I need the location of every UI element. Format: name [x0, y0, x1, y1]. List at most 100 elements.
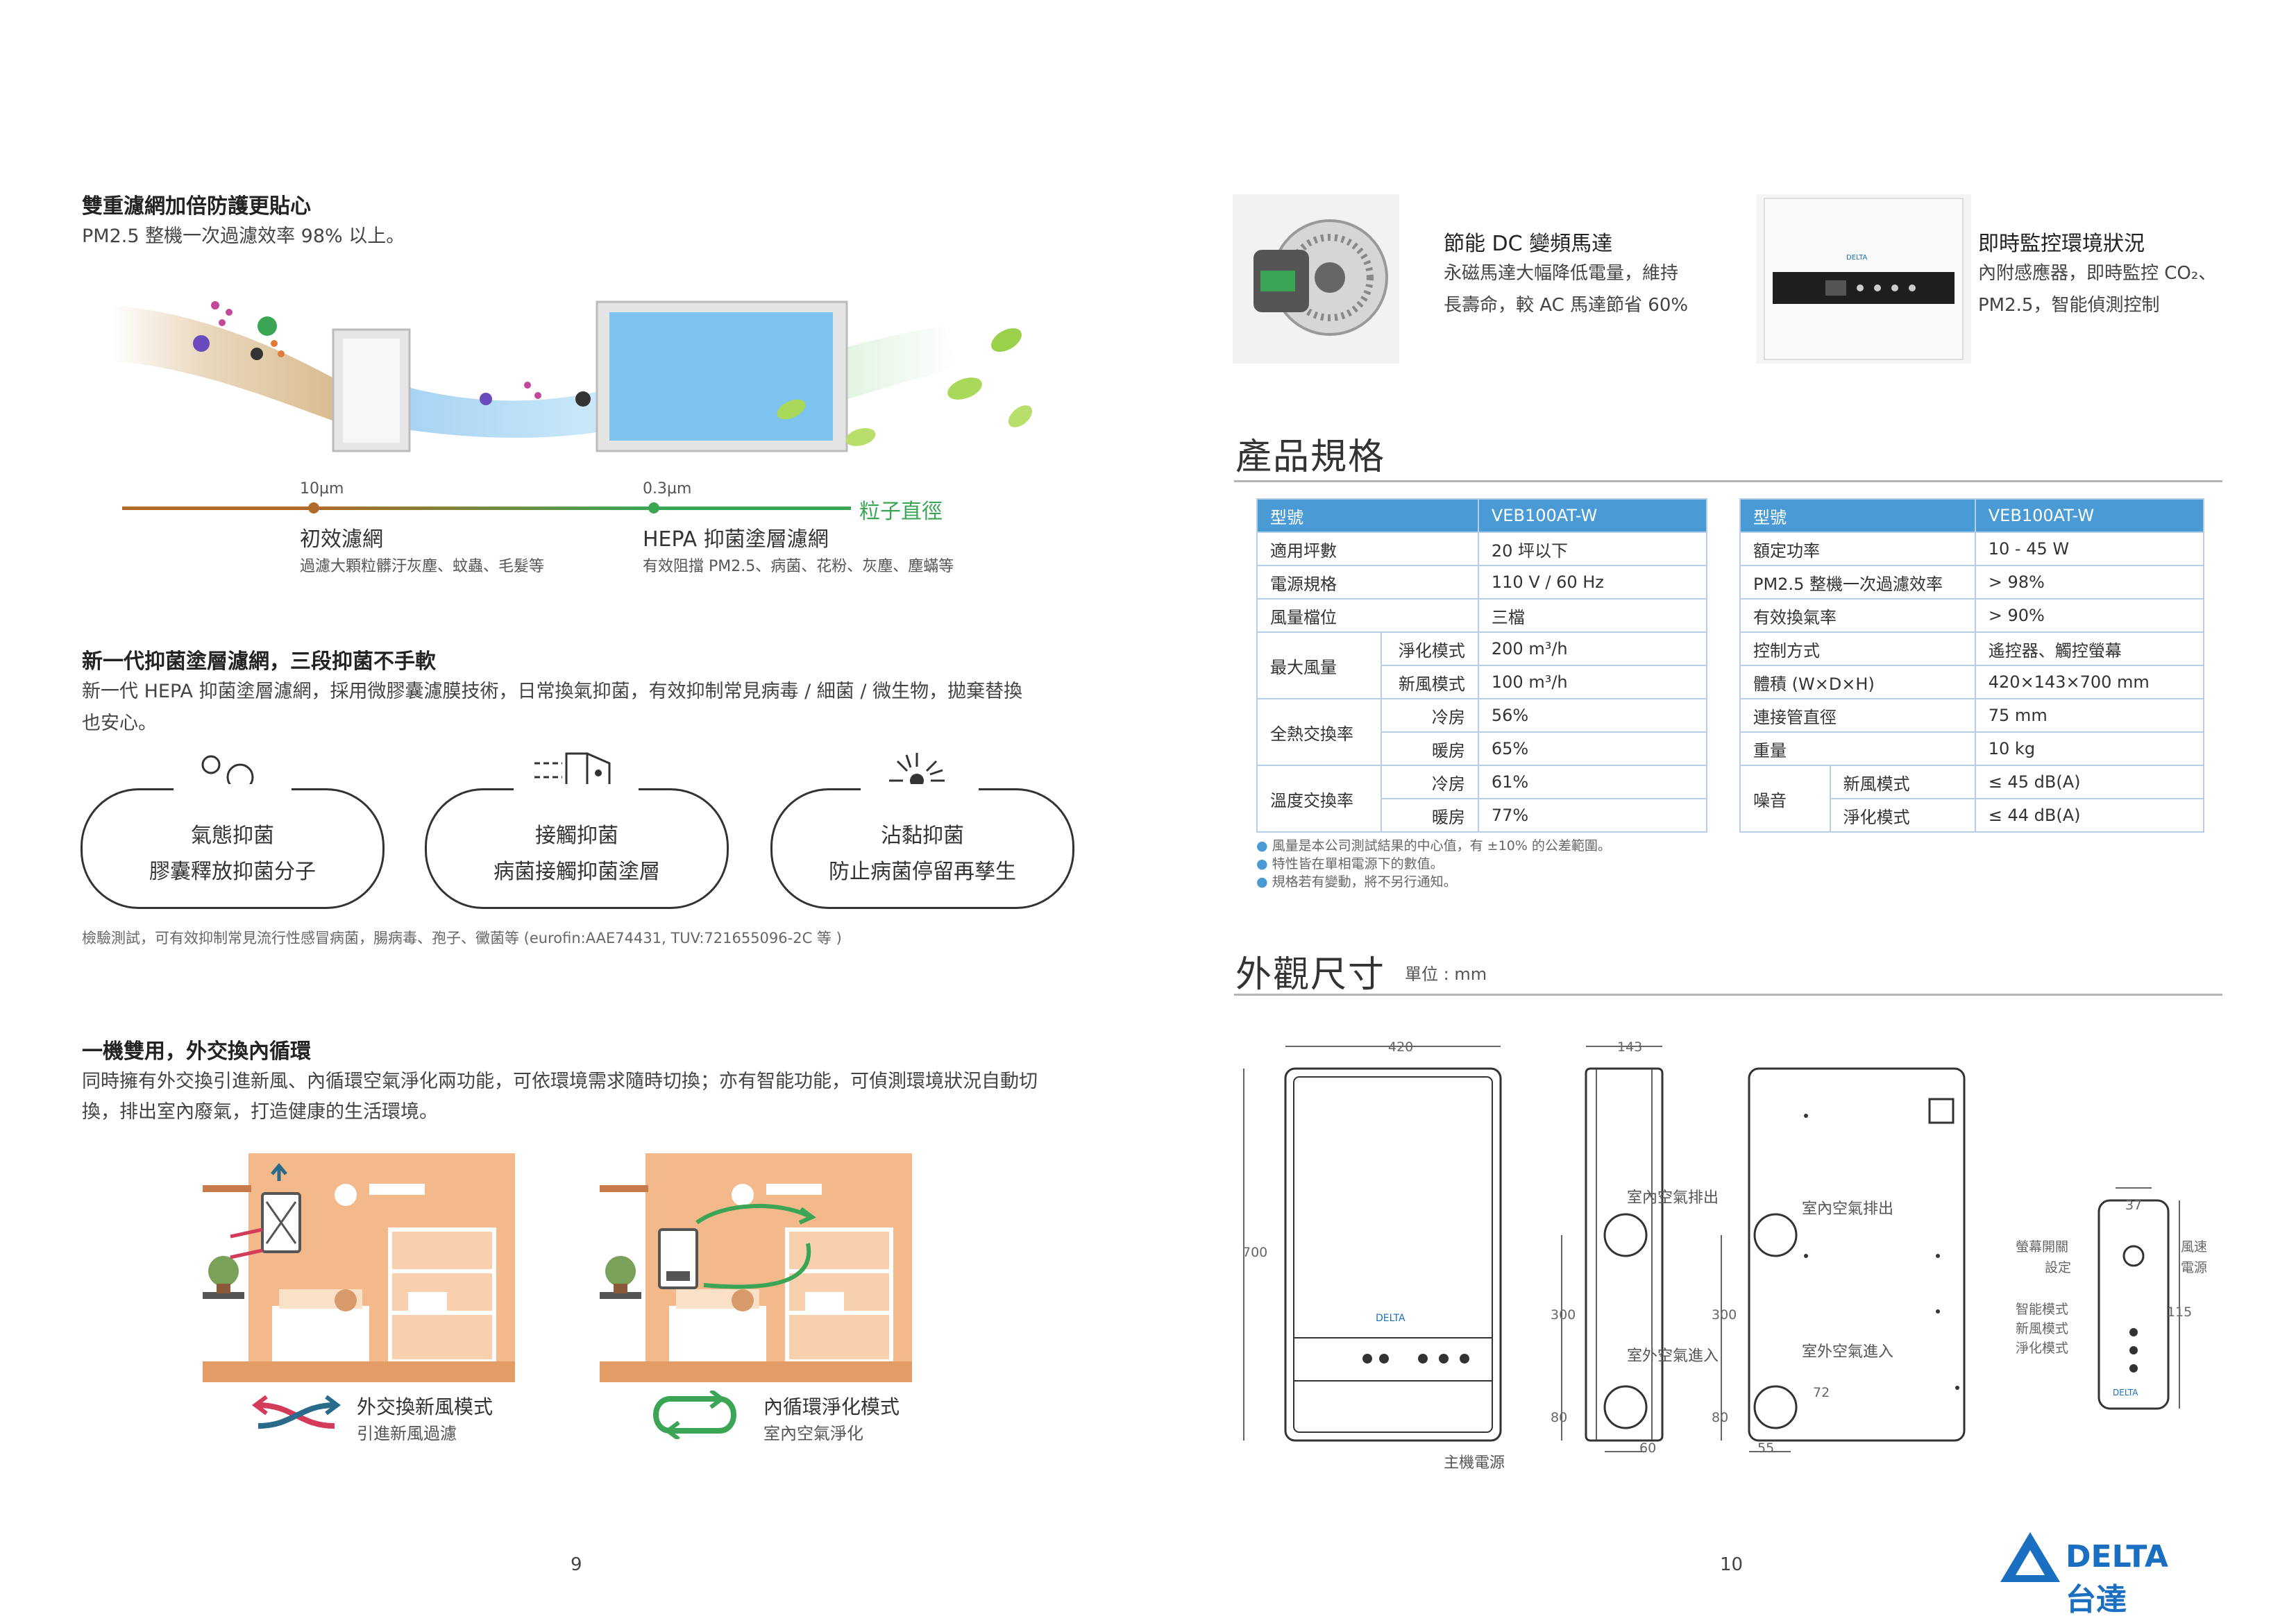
- filter2-desc: 有效阻擋 PM2.5、病菌、花粉、灰塵、塵蟎等: [643, 558, 954, 575]
- spec-label: 溫度交換率: [1256, 765, 1383, 833]
- spec-header-value: VEB100AT-W: [1477, 498, 1708, 533]
- scale-dot-03um: [648, 502, 659, 513]
- spec-label: 噪音: [1739, 765, 1831, 833]
- circular-arrows-icon: [653, 1391, 736, 1439]
- label-smart-mode: 智能模式: [2016, 1302, 2069, 1317]
- dim-60: 60: [1639, 1441, 1657, 1456]
- spec-note: ● 規格若有變動，將不另行通知。: [1256, 874, 1457, 890]
- scale-label-particle-diameter: 粒子直徑: [859, 500, 943, 524]
- section-title-antibacterial: 新一代抑菌塗層濾網，三段抑菌不手軟: [82, 649, 436, 674]
- pill-gaseous-antibacterial: 氣態抑菌 膠囊釋放抑菌分子: [81, 788, 385, 909]
- dim-height-700: 700: [1242, 1245, 1268, 1260]
- label-screen-switch: 螢幕開關: [2016, 1239, 2069, 1255]
- pill-adhesion-antibacterial: 沾黏抑菌 防止病菌停留再孳生: [770, 788, 1074, 909]
- dim-width-420: 420: [1388, 1039, 1414, 1055]
- filter1-title: 初效濾網: [300, 527, 383, 552]
- room-illustration-recirculation: [600, 1153, 912, 1382]
- dimension-drawing: [1243, 1046, 2180, 1452]
- section-title-dual-mode: 一機雙用，外交換內循環: [82, 1039, 311, 1064]
- dim-300-back: 300: [1712, 1307, 1737, 1323]
- dimensions-unit: 單位 : mm: [1405, 965, 1487, 984]
- label-setting: 設定: [2045, 1260, 2072, 1275]
- mode2-title: 內循環淨化模式: [763, 1395, 900, 1418]
- label-power: 電源: [2181, 1260, 2208, 1275]
- feature-monitor-line1: 內附感應器，即時監控 CO₂、: [1978, 263, 2217, 284]
- dim-55: 55: [1757, 1441, 1775, 1456]
- feature-motor-line1: 永磁馬達大幅降低電量，維持: [1444, 263, 1679, 284]
- spec-value: 77%: [1477, 798, 1708, 833]
- section-body-antibacterial-1: 新一代 HEPA 抑菌塗層濾網，採用微膠囊濾膜技術，日常換氣抑菌，有效抑制常見病…: [82, 681, 1023, 702]
- pill-desc: 防止病菌停留再孳生: [829, 860, 1016, 884]
- label-wind-speed: 風速: [2181, 1239, 2208, 1255]
- room-illustration-fresh-air: [203, 1153, 515, 1382]
- pill-contact-antibacterial: 接觸抑菌 病菌接觸抑菌塗層: [425, 788, 729, 909]
- crossing-arrows-icon: [252, 1395, 341, 1429]
- spec-sublabel: 新風模式: [1381, 665, 1479, 699]
- filter-frame-hepa: [596, 300, 848, 452]
- spec-title-rule: [1234, 480, 2222, 482]
- spec-label: 最大風量: [1256, 631, 1383, 699]
- dimensions-title-rule: [1234, 994, 2222, 996]
- spec-label: 控制方式: [1739, 631, 1976, 666]
- spec-value: 三檔: [1477, 598, 1708, 633]
- feature-monitor-title: 即時監控環境狀況: [1978, 232, 2145, 256]
- pill-title: 沾黏抑菌: [881, 824, 964, 848]
- filter2-title: HEPA 抑菌塗層濾網: [643, 527, 829, 552]
- spec-sublabel: 冷房: [1381, 765, 1479, 799]
- dim-115: 115: [2167, 1305, 2193, 1320]
- spec-notes: ● 風量是本公司測試結果的中心值，有 ±10% 的公差範圍。 ● 特性皆在單相電…: [1256, 837, 1611, 891]
- label-indoor-exhaust: 室內空氣排出: [1627, 1189, 1719, 1207]
- spec-header-label: 型號: [1739, 498, 1976, 533]
- dim-80-side: 80: [1551, 1410, 1568, 1425]
- controller-image: DELTA: [1756, 194, 1971, 364]
- filter-frame-primary: [332, 328, 411, 452]
- pill-title: 氣態抑菌: [191, 824, 274, 848]
- spec-value: ≤ 45 dB(A): [1974, 765, 2205, 799]
- spec-value: 100 m³/h: [1477, 665, 1708, 699]
- dim-72: 72: [1813, 1385, 1830, 1400]
- spec-value: > 90%: [1974, 598, 2205, 633]
- dim-80-back: 80: [1712, 1410, 1729, 1425]
- label-purify-mode: 淨化模式: [2016, 1341, 2069, 1356]
- feature-monitor-line2: PM2.5，智能偵測控制: [1978, 295, 2160, 316]
- spec-label: 風量檔位: [1256, 598, 1479, 633]
- section-body-dual-mode-2: 換，排出室內廢氣，打造健康的生活環境。: [82, 1101, 438, 1123]
- spec-value: 10 - 45 W: [1974, 532, 2205, 566]
- section-subtitle-dual-filter: PM2.5 整機一次過濾效率 98% 以上。: [82, 226, 405, 247]
- spec-value: 遙控器、觸控螢幕: [1974, 631, 2205, 666]
- label-outdoor-intake-back: 室外空氣進入: [1802, 1343, 1894, 1361]
- spec-value: > 98%: [1974, 565, 2205, 600]
- section-title-dual-filter: 雙重濾網加倍防護更貼心: [82, 194, 311, 219]
- spec-label: 額定功率: [1739, 532, 1976, 566]
- spec-value: 75 mm: [1974, 698, 2205, 733]
- remote-logo: DELTA: [2113, 1388, 2138, 1397]
- unit-logo: DELTA: [1376, 1313, 1406, 1324]
- delta-logo: DELTA 台達: [1999, 1529, 2207, 1617]
- section-body-antibacterial-2: 也安心。: [82, 713, 157, 734]
- label-fresh-mode: 新風模式: [2016, 1321, 2069, 1336]
- spec-header-value: VEB100AT-W: [1974, 498, 2205, 533]
- spec-sublabel: 冷房: [1381, 698, 1479, 733]
- pill-desc: 病菌接觸抑菌塗層: [493, 860, 660, 884]
- spec-value: 420×143×700 mm: [1974, 665, 2205, 699]
- dimensions-title: 外觀尺寸: [1235, 954, 1386, 996]
- spec-sublabel: 暖房: [1381, 798, 1479, 833]
- mode2-desc: 室內空氣淨化: [763, 1424, 863, 1443]
- dim-depth-143: 143: [1617, 1039, 1643, 1055]
- filter-illustration: [111, 300, 1033, 452]
- spec-label: 全熱交換率: [1256, 698, 1383, 766]
- scale-line-brown: [122, 507, 313, 510]
- mode1-title: 外交換新風模式: [357, 1395, 493, 1418]
- spec-label: 重量: [1739, 731, 1976, 766]
- spec-sublabel: 新風模式: [1829, 765, 1976, 799]
- feature-motor-title: 節能 DC 變頻馬達: [1444, 232, 1613, 256]
- dim-37: 37: [2125, 1198, 2143, 1213]
- label-outdoor-intake: 室外空氣進入: [1627, 1348, 1719, 1365]
- dim-300-side: 300: [1551, 1307, 1576, 1323]
- scale-label-10um: 10µm: [300, 480, 344, 498]
- spec-value: 110 V / 60 Hz: [1477, 565, 1708, 600]
- label-main-power: 主機電源: [1444, 1454, 1505, 1472]
- spec-value: 61%: [1477, 765, 1708, 799]
